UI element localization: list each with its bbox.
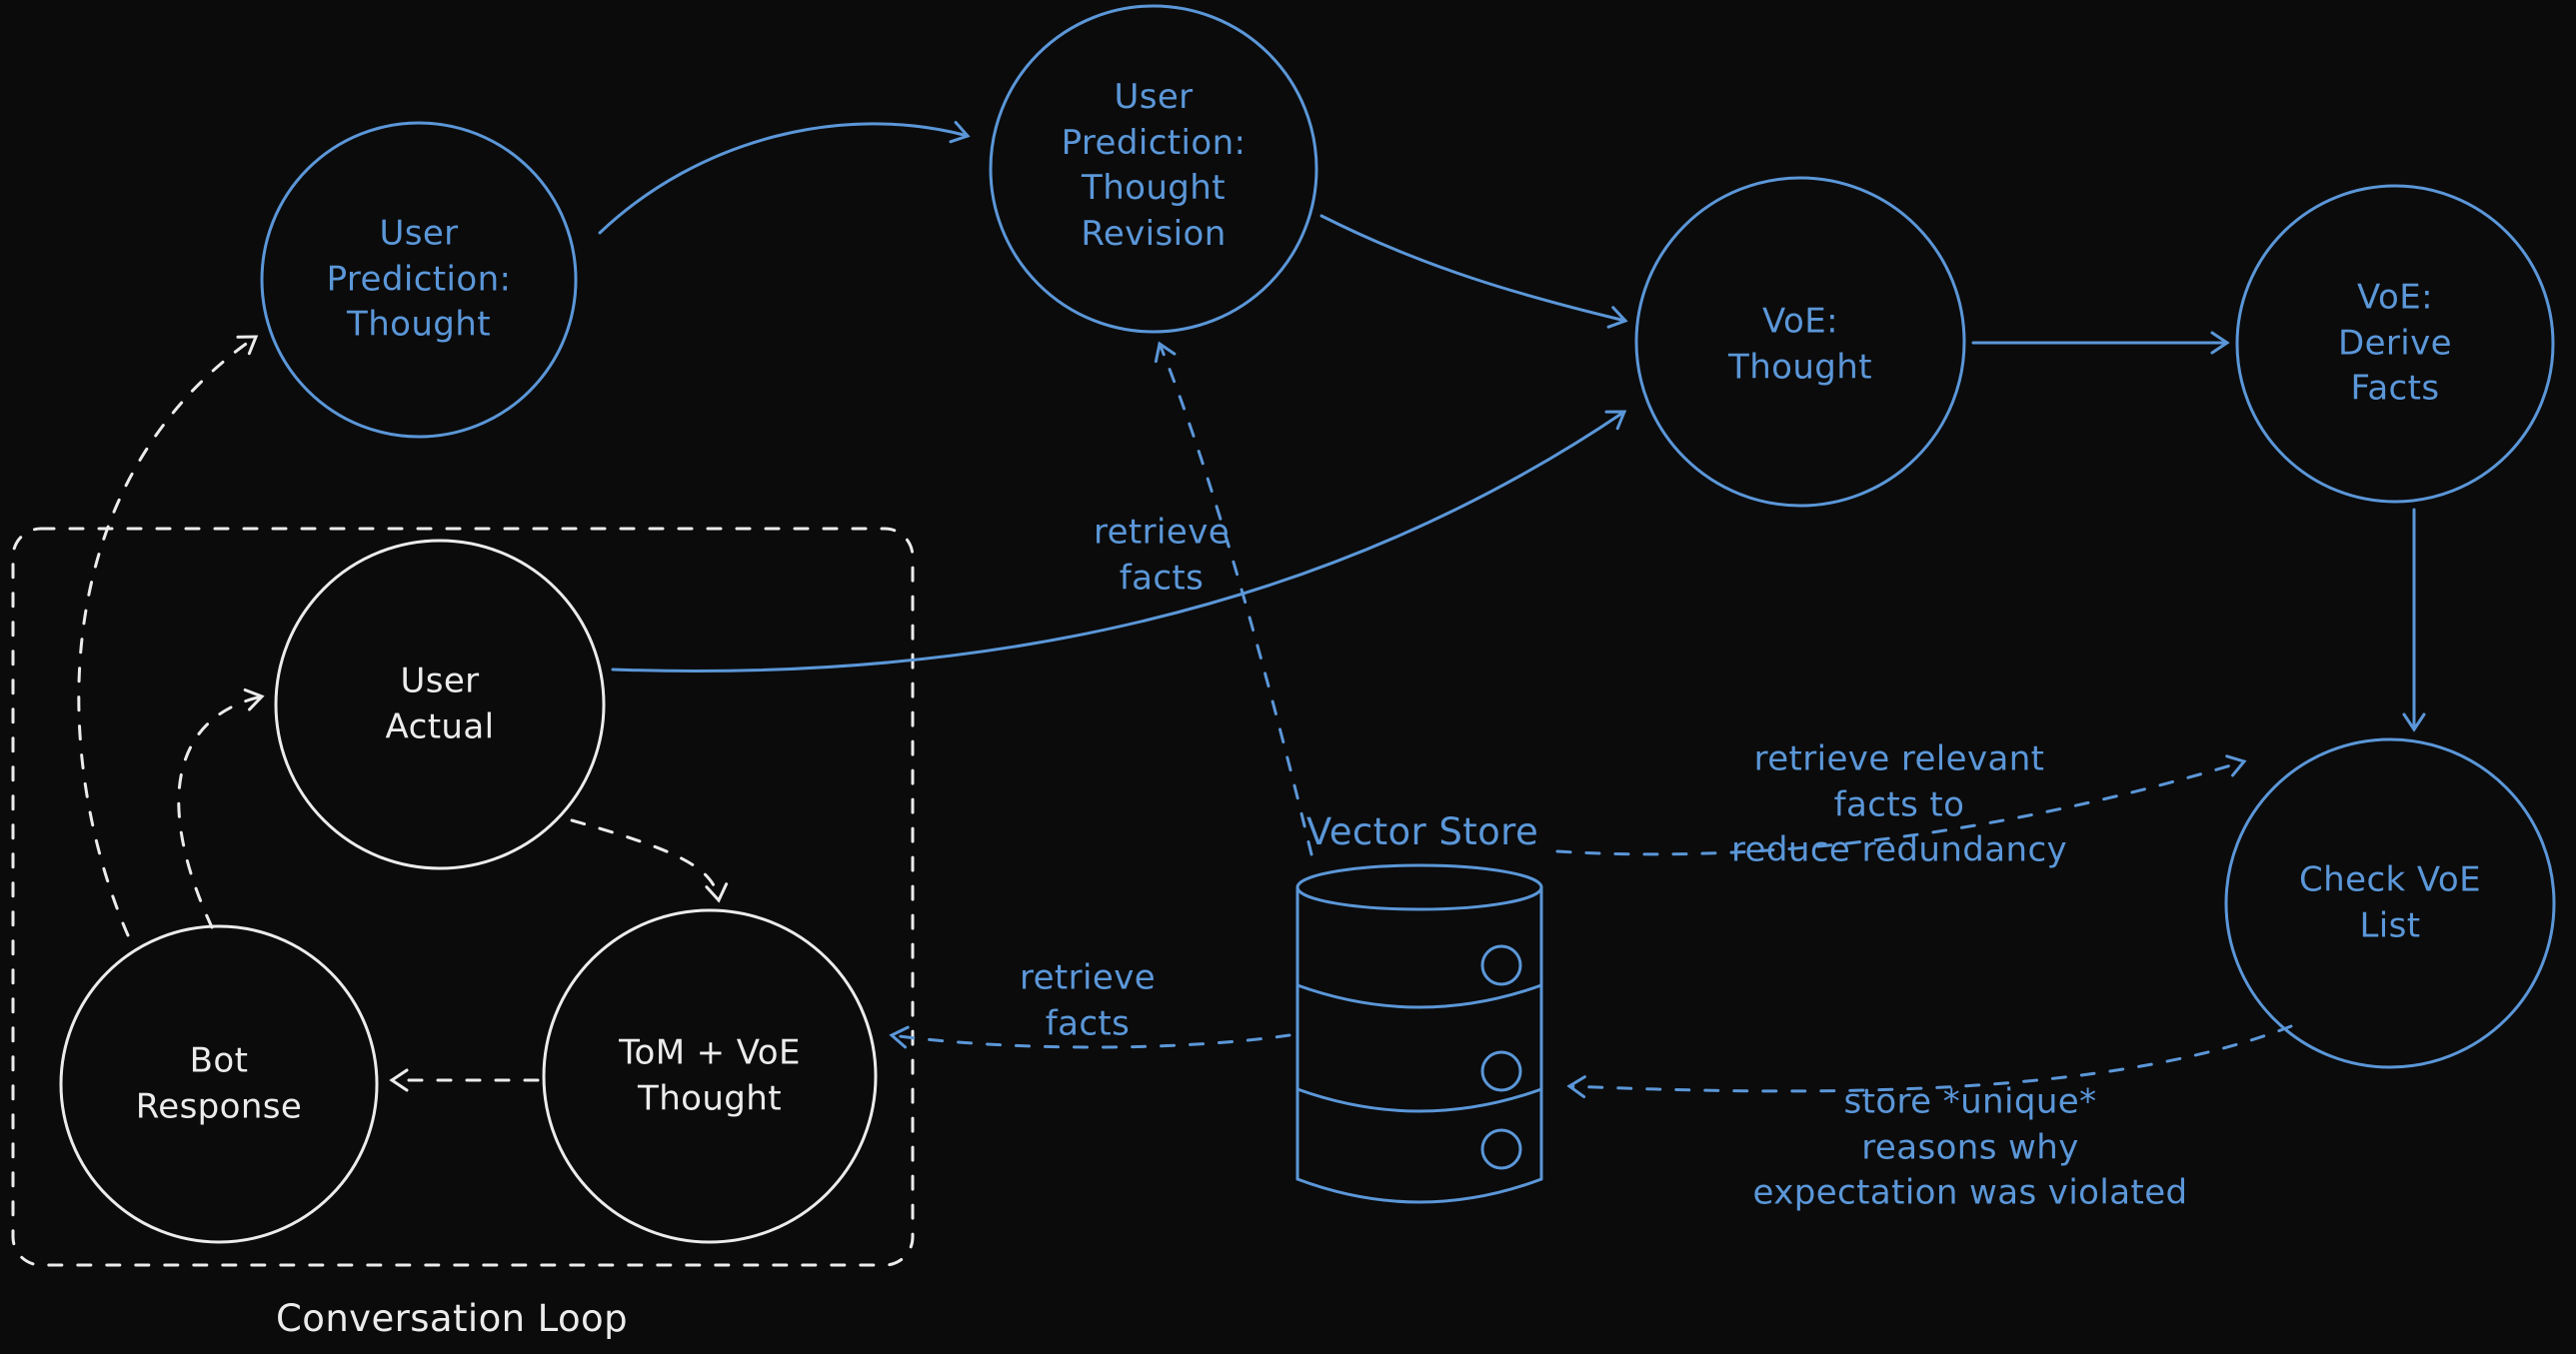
arrow-vector-store-to-revision — [1154, 341, 1313, 856]
arrow-revision-to-voe-thought — [1319, 214, 1628, 329]
user-prediction-thought-label: User Prediction: Thought — [326, 213, 512, 345]
store-unique-label: store *unique* reasons why expectation w… — [1752, 1081, 2188, 1213]
disk-dot-2 — [1480, 1050, 1522, 1092]
voe-derive-facts-label: VoE: Derive Facts — [2338, 277, 2452, 409]
arrow-loop-to-user-prediction — [77, 335, 259, 937]
disk-dot-3 — [1480, 1128, 1522, 1170]
voe-thought-label: VoE: Thought — [1728, 301, 1872, 387]
check-voe-list-label: Check VoE List — [2299, 859, 2481, 945]
tom-voe-thought-circle — [542, 908, 878, 1244]
retrieve-facts-left-label: retrieve facts — [1019, 957, 1157, 1043]
conversation-loop-box — [11, 527, 915, 1267]
arrow-vector-store-to-check-voe — [1555, 754, 2247, 856]
voe-derive-facts-circle — [2235, 184, 2555, 504]
bot-response-label: Bot Response — [135, 1040, 303, 1126]
arrow-vector-store-to-tom-voe — [889, 1025, 1291, 1049]
conversation-loop-label: Conversation Loop — [276, 1297, 628, 1341]
voe-thought-circle — [1634, 176, 1966, 508]
user-actual-circle — [274, 539, 606, 870]
retrieve-facts-top-label: retrieve facts — [1093, 512, 1231, 598]
vector-store-icon — [1295, 863, 1543, 1204]
check-voe-list-circle — [2224, 737, 2556, 1069]
arrow-check-voe-to-vector-store — [1566, 1024, 2293, 1099]
tom-voe-thought-label: ToM + VoE Thought — [619, 1032, 801, 1118]
user-prediction-thought-circle — [260, 121, 578, 439]
arrow-user-actual-to-tom-voe — [570, 818, 729, 903]
user-prediction-thought-revision-label: User Prediction: Thought Revision — [1061, 76, 1247, 254]
bot-response-circle — [59, 924, 379, 1244]
arrow-bot-response-to-user-actual — [177, 687, 265, 929]
user-prediction-thought-revision-circle — [989, 4, 1318, 334]
retrieve-relevant-label: retrieve relevant facts to reduce redund… — [1730, 738, 2068, 870]
disk-dot-1 — [1480, 944, 1522, 986]
vector-store-label: Vector Store — [1305, 810, 1539, 854]
user-actual-label: User Actual — [385, 661, 495, 746]
arrow-user-actual-to-voe-thought — [611, 410, 1627, 673]
arrow-prediction-to-revision — [598, 120, 971, 235]
